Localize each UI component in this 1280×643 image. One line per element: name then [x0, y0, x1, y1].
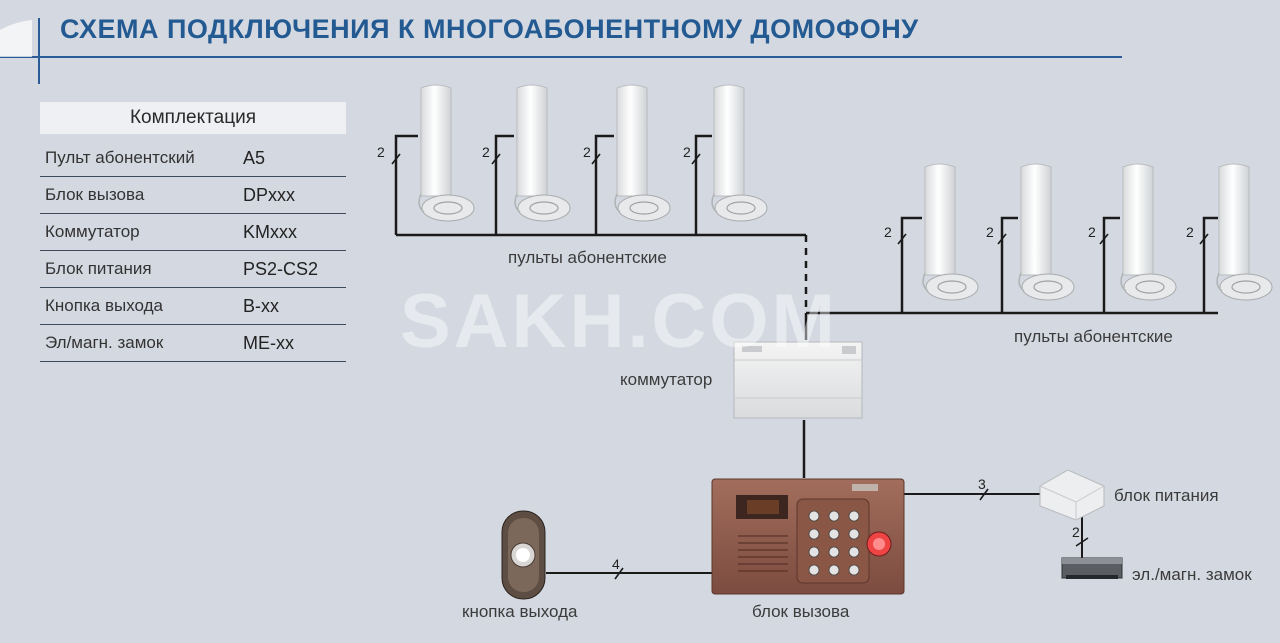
handset-right-3 — [1120, 163, 1177, 301]
wire-count-top-3: 2 — [583, 144, 591, 160]
handset-right-1 — [922, 163, 979, 301]
electromagnetic-lock-device — [1061, 557, 1123, 579]
kit-row-code: ME-xx — [243, 333, 294, 353]
kit-row-code: PS2-CS2 — [243, 259, 319, 279]
kit-row-name: Эл/магн. замок — [45, 333, 164, 352]
wire-top-handset-3 — [594, 134, 614, 235]
handset-right-2 — [1018, 163, 1075, 301]
wire-right-handset-1 — [900, 216, 922, 313]
kit-row-name: Коммутатор — [45, 222, 140, 241]
wire-count-right-4: 2 — [1186, 224, 1194, 240]
kit-row-code: KMxxx — [243, 222, 297, 242]
kit-row-name: Блок вызова — [45, 185, 145, 204]
header-corner-ornament — [0, 20, 32, 57]
wire-count-top-1: 2 — [377, 144, 385, 160]
wire-count-exit: 4 — [612, 556, 620, 572]
wire-count-right-1: 2 — [884, 224, 892, 240]
handset-top-4 — [711, 84, 768, 222]
wire-count-top-2: 2 — [482, 144, 490, 160]
wire-right-handset-2 — [1000, 216, 1018, 313]
wire-top-handset-4 — [694, 134, 712, 235]
label-power-supply: блок питания — [1114, 486, 1219, 505]
kit-row-code: DPxxx — [243, 185, 296, 205]
kit-row: Блок питания PS2-CS2 — [40, 251, 346, 288]
kit-table: Комплектация Пульт абонентский А5 Блок в… — [40, 102, 346, 362]
handset-top-2 — [514, 84, 571, 222]
watermark: SAKH.COM — [400, 279, 838, 364]
wire-count-power: 3 — [978, 476, 986, 492]
call-block-device — [711, 478, 905, 595]
wire-right-handset-4 — [1202, 216, 1218, 313]
kit-row-code: А5 — [243, 148, 266, 168]
label-exit-button: кнопка выхода — [462, 602, 578, 621]
kit-row: Эл/магн. замок ME-xx — [40, 325, 346, 362]
wire-top-handset-1 — [394, 134, 418, 235]
label-call-block: блок вызова — [752, 602, 850, 621]
wiring — [394, 134, 1218, 574]
kit-row: Коммутатор KMxxx — [40, 214, 346, 251]
kit-row-code: B-xx — [243, 296, 279, 316]
kit-row: Пульт абонентский А5 — [40, 140, 346, 177]
handset-top-1 — [418, 84, 475, 222]
wire-count-top-4: 2 — [683, 144, 691, 160]
kit-row: Кнопка выхода B-xx — [40, 288, 346, 325]
wire-top-handset-2 — [494, 134, 514, 235]
kit-row-name: Кнопка выхода — [45, 296, 163, 315]
label-handsets-right: пульты абонентские — [1014, 327, 1173, 346]
handset-top-3 — [614, 84, 671, 222]
label-lock: эл./магн. замок — [1132, 565, 1252, 584]
kit-table-header: Комплектация — [40, 102, 346, 134]
power-supply-device — [1039, 469, 1105, 521]
label-handsets-top: пульты абонентские — [508, 248, 667, 267]
kit-row-name: Пульт абонентский — [45, 148, 195, 167]
wire-ticks — [391, 153, 1209, 580]
kit-row-name: Блок питания — [45, 259, 152, 278]
handset-right-4 — [1216, 163, 1273, 301]
wire-right-handset-3 — [1102, 216, 1120, 313]
wire-count-right-2: 2 — [986, 224, 994, 240]
commutator-device — [733, 341, 863, 419]
kit-row: Блок вызова DPxxx — [40, 177, 346, 214]
exit-button-device — [501, 510, 546, 600]
wire-count-right-3: 2 — [1088, 224, 1096, 240]
wire-count-lock: 2 — [1072, 524, 1080, 540]
label-commutator: коммутатор — [620, 370, 713, 389]
page-title: СХЕМА ПОДКЛЮЧЕНИЯ К МНОГОАБОНЕНТНОМУ ДОМ… — [60, 14, 919, 44]
